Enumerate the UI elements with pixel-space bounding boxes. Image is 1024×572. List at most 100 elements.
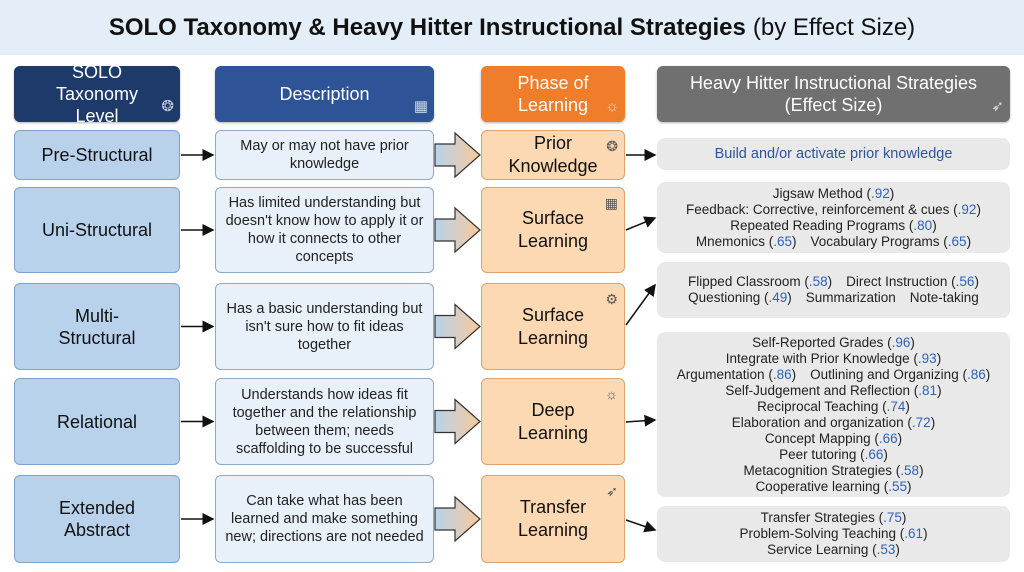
strategy-line: Self-Judgement and Reflection (.81)	[725, 383, 941, 399]
effect-size: .61	[904, 526, 924, 541]
effect-size: .80	[913, 217, 933, 233]
strategy-item: Feedback: Corrective, reinforcement & cu…	[686, 201, 981, 217]
header-label: Phase of Learning	[517, 73, 589, 115]
strategy-line: Peer tutoring (.66)	[779, 447, 888, 463]
strategy-name: Service Learning (	[767, 542, 877, 557]
effect-size: .81	[918, 382, 938, 398]
strategy-name: Direct Instruction (	[846, 274, 956, 289]
strategy-item: Mnemonics (.65)	[695, 233, 797, 249]
header-solo-level: SOLO Taxonomy Level❂	[14, 62, 180, 126]
strategy-item: Summarization	[806, 290, 896, 305]
phase-4: Transfer Learning➶	[481, 475, 625, 563]
strategy-box-0: Build and/or activate prior knowledge	[657, 138, 1010, 170]
description-3: Understands how ideas fit together and t…	[215, 378, 434, 465]
strategy-name: Note-taking	[909, 290, 979, 305]
phase-1: Surface Learning▦	[481, 187, 625, 273]
strategy-item: Questioning (.49)	[688, 290, 792, 305]
strategy-item: Metacognition Strategies (.58)	[743, 462, 924, 478]
phase-3: Deep Learning☼	[481, 378, 625, 465]
strategy-line: Problem-Solving Teaching (.61)	[739, 526, 927, 542]
strategy-item: Problem-Solving Teaching (.61)	[739, 526, 928, 541]
arrow-desc-to-phase	[434, 206, 481, 254]
strategy-line: Jigsaw Method (.92)	[773, 186, 895, 202]
strategy-name: Integrate with Prior Knowledge (	[725, 350, 918, 366]
header-strategies: Heavy Hitter Instructional Strategies (E…	[657, 66, 1010, 122]
strategy-name: Repeated Reading Programs (	[730, 217, 914, 233]
rocket-icon: ➶	[606, 483, 618, 499]
page-title: SOLO Taxonomy & Heavy Hitter Instruction…	[0, 0, 1024, 55]
strategy-name: Flipped Classroom (	[688, 274, 809, 289]
strategy-item: Vocabulary Programs (.65)	[810, 233, 972, 249]
rocket-icon: ➶	[991, 98, 1004, 115]
strategy-line: Metacognition Strategies (.58)	[743, 463, 923, 479]
level-label: Extended Abstract	[58, 498, 136, 540]
description-0: May or may not have prior knowledge	[215, 130, 434, 180]
strategy-name: Peer tutoring (	[779, 446, 865, 462]
solo-level-3: Relational	[14, 378, 180, 465]
strategy-name: Metacognition Strategies (	[743, 462, 901, 478]
strategy-item: Peer tutoring (.66)	[779, 446, 888, 462]
effect-size: .56	[955, 274, 975, 289]
strategy-line: Repeated Reading Programs (.80)	[730, 218, 936, 234]
header-phase: Phase of Learning☼	[481, 66, 625, 122]
arrow-desc-to-phase	[434, 495, 481, 543]
strategy-item: Flipped Classroom (.58)	[688, 274, 833, 289]
lightbulb-icon: ☼	[605, 386, 618, 402]
effect-size: .74	[886, 398, 906, 414]
strategy-name: Self-Reported Grades (	[752, 334, 892, 350]
strategy-line: Concept Mapping (.66)	[765, 431, 902, 447]
strategy-line: Feedback: Corrective, reinforcement & cu…	[686, 202, 981, 218]
effect-size: .96	[891, 334, 911, 350]
strategy-item: Outlining and Organizing (.86)	[810, 366, 991, 382]
arrow-desc-to-phase	[434, 131, 481, 179]
brain-icon: ❂	[606, 138, 618, 154]
puzzle-icon: ▦	[604, 195, 618, 211]
solo-level-2: Multi-Structural	[14, 283, 180, 370]
effect-size: .92	[957, 201, 977, 217]
solo-level-4: Extended Abstract	[14, 475, 180, 563]
strategy-line: Transfer Strategies (.75)	[761, 510, 907, 526]
strategy-line: Argumentation (.86) Outlining and Organiz…	[677, 367, 990, 383]
level-label: Pre-Structural	[41, 145, 153, 165]
description-4: Can take what has been learned and make …	[215, 475, 434, 563]
level-label: Uni-Structural	[41, 220, 153, 240]
strategy-item: Argumentation (.86)	[676, 366, 797, 382]
strategy-item: Self-Judgement and Reflection (.81)	[725, 382, 942, 398]
phase-label: Prior Knowledge	[508, 133, 598, 176]
solo-level-1: Uni-Structural	[14, 187, 180, 273]
effect-size: .55	[888, 478, 908, 494]
phase-2: Surface Learning⚙	[481, 283, 625, 370]
solo-level-0: Pre-Structural	[14, 130, 180, 180]
effect-size: .49	[768, 290, 788, 305]
strategy-line: Reciprocal Teaching (.74)	[757, 399, 910, 415]
strategy-name: Argumentation (	[676, 366, 773, 382]
level-label: Multi-Structural	[58, 305, 136, 348]
strategy-name: Reciprocal Teaching (	[757, 398, 887, 414]
strategy-name: Problem-Solving Teaching (	[739, 526, 905, 541]
arrow-phase-to-strategy	[625, 216, 657, 231]
strategy-name: Concept Mapping (	[764, 430, 879, 446]
strategy-item: Integrate with Prior Knowledge (.93)	[725, 350, 942, 366]
phase-0: Prior Knowledge ❂	[481, 130, 625, 180]
effect-size: .66	[878, 430, 898, 446]
strategy-item: Self-Reported Grades (.96)	[752, 334, 915, 350]
title-sub: (by Effect Size)	[752, 13, 916, 41]
effect-size: .72	[911, 414, 931, 430]
effect-size: .65	[947, 233, 967, 249]
strategy-item: Service Learning (.53)	[767, 542, 900, 557]
strategy-item: Note-taking	[910, 290, 979, 305]
phase-label: Surface Learning	[517, 304, 589, 348]
effect-size: .58	[900, 462, 920, 478]
strategy-box-4: Transfer Strategies (.75)Problem-Solving…	[657, 506, 1010, 562]
strategy-name: Vocabulary Programs (	[810, 233, 948, 249]
effect-size: .65	[773, 233, 792, 249]
puzzle-icon: ▦	[413, 98, 428, 115]
description-text: Understands how ideas fit together and t…	[232, 386, 417, 457]
effect-size: .66	[864, 446, 884, 462]
arrow-phase-to-strategy	[625, 519, 657, 533]
strategy-name: Cooperative learning (	[755, 478, 889, 494]
brain-icon: ❂	[161, 98, 174, 115]
strategy-text: Build and/or activate prior knowledge	[714, 146, 953, 162]
strategy-name: Jigsaw Method (	[772, 185, 871, 201]
